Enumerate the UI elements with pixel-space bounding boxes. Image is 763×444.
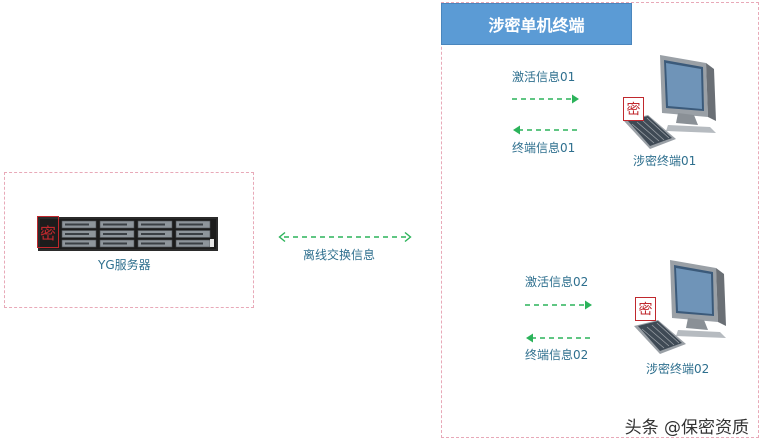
drive-slot [141, 223, 165, 226]
drive-slot [141, 242, 165, 245]
terminal-container [441, 2, 759, 438]
terminal2-info-label: 终端信息02 [525, 348, 589, 362]
drive-slot [65, 233, 89, 235]
terminal1-activate-label: 激活信息01 [512, 70, 576, 84]
exchange-arrow [278, 231, 412, 243]
terminal1-activate-arrow [512, 94, 579, 104]
terminal2-activate-arrow [525, 300, 592, 310]
drive-slot [179, 242, 203, 245]
classified-stamp-icon: 密 [37, 216, 59, 248]
drive-slot [141, 233, 165, 235]
terminal2-computer-icon [634, 260, 726, 354]
terminal-group-title: 涉密单机终端 [441, 3, 632, 45]
terminal2-stamp-glyph: 密 [638, 302, 653, 318]
server-label: YG服务器 [98, 258, 151, 272]
drive-slot [103, 242, 127, 245]
stamp-glyph: 密 [39, 224, 56, 243]
server-container [4, 172, 254, 308]
terminal1-info-arrow [513, 125, 580, 135]
drive-slot [103, 223, 127, 226]
terminal2-stamp-icon: 密 [635, 297, 656, 321]
drive-slot [179, 223, 203, 226]
server-rack-icon [38, 217, 218, 251]
terminal1-computer-icon [624, 55, 716, 149]
terminal2-info-arrow [526, 333, 593, 343]
drive-slot [179, 233, 203, 235]
terminal1-label: 涉密终端01 [633, 154, 697, 168]
terminal1-stamp-icon: 密 [623, 97, 644, 121]
drive-slot [65, 223, 89, 226]
terminal2-label: 涉密终端02 [646, 362, 710, 376]
terminal2-activate-label: 激活信息02 [525, 275, 589, 289]
drive-slot [65, 242, 89, 245]
watermark-text: 头条 @保密资质 [624, 418, 749, 438]
terminal1-stamp-glyph: 密 [626, 102, 641, 118]
terminal1-info-label: 终端信息01 [512, 141, 576, 155]
exchange-label: 离线交换信息 [303, 248, 376, 262]
drive-slot [103, 233, 127, 235]
